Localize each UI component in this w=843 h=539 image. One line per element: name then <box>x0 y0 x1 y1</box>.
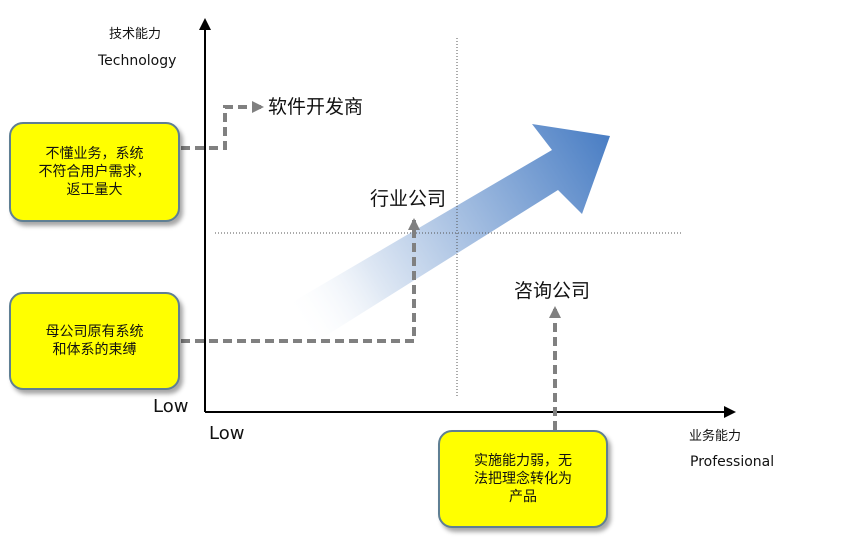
callout-line: 返工量大 <box>66 182 123 198</box>
callout-line: 不符合用户需求， <box>38 164 151 180</box>
consulting-company-label: 咨询公司 <box>514 280 591 302</box>
x-axis-label-en: Professional <box>690 454 775 470</box>
callout-line: 法把理念转化为 <box>474 471 572 487</box>
callout-line: 产品 <box>509 489 537 505</box>
x-axis-label-cn: 业务能力 <box>689 429 742 444</box>
industry-company-connector <box>181 218 420 343</box>
y-axis-low-label: Low <box>153 396 189 417</box>
industry-company-issue-callout: 母公司原有系统 和体系的束缚 <box>9 292 180 390</box>
consulting-company-issue-callout: 实施能力弱，无 法把理念转化为 产品 <box>438 430 608 528</box>
callout-line: 和体系的束缚 <box>52 342 137 358</box>
callout-line: 不懂业务，系统 <box>45 146 144 162</box>
y-axis-label-en: Technology <box>98 53 177 69</box>
callout-line: 实施能力弱，无 <box>474 453 572 469</box>
software-vendor-connector <box>181 101 264 150</box>
industry-company-label: 行业公司 <box>370 188 447 210</box>
y-axis-label-cn: 技术能力 <box>109 27 162 42</box>
x-axis-low-label: Low <box>209 423 245 444</box>
software-vendor-label: 软件开发商 <box>268 96 364 118</box>
software-vendor-issue-callout: 不懂业务，系统 不符合用户需求， 返工量大 <box>9 122 180 222</box>
callout-line: 母公司原有系统 <box>45 324 144 340</box>
trend-arrow <box>272 124 610 352</box>
